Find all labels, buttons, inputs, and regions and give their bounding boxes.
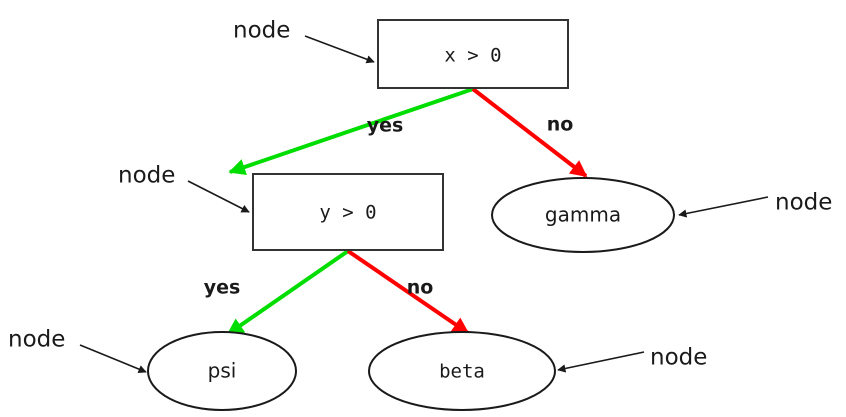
edge-label-root-no: no xyxy=(547,114,574,136)
annotation-label-second: node xyxy=(118,163,175,189)
node-root-box xyxy=(377,19,569,89)
edge-second-no xyxy=(346,249,470,335)
annotation-label-root: node xyxy=(233,18,290,44)
edge-label-second-no: no xyxy=(407,277,434,299)
node-second-label: y > 0 xyxy=(319,202,376,224)
edge-second-yes xyxy=(226,249,350,336)
annotation-label-gamma: node xyxy=(775,190,832,216)
node-second-box xyxy=(252,173,444,251)
node-beta-label: beta xyxy=(439,361,485,383)
annotation-label-psi: node xyxy=(8,327,65,353)
annotation-label-beta: node xyxy=(650,345,707,371)
annotation-leader-second xyxy=(187,180,250,213)
edge-root-no xyxy=(471,87,588,178)
node-psi-label: psi xyxy=(208,359,237,383)
annotation-leader-psi xyxy=(79,344,147,374)
annotation-leader-gamma xyxy=(678,196,769,218)
annotation-leader-root xyxy=(304,35,375,64)
edge-label-second-yes: yes xyxy=(204,277,241,299)
node-gamma-ellipse xyxy=(491,177,675,253)
node-psi-ellipse xyxy=(147,331,297,411)
node-root-label: x > 0 xyxy=(444,45,501,67)
node-gamma-label: gamma xyxy=(545,203,621,227)
annotation-leader-beta xyxy=(557,351,645,373)
edge-root-yes xyxy=(228,87,474,176)
edge-label-root-yes: yes xyxy=(367,115,404,137)
node-beta-ellipse xyxy=(368,331,556,411)
